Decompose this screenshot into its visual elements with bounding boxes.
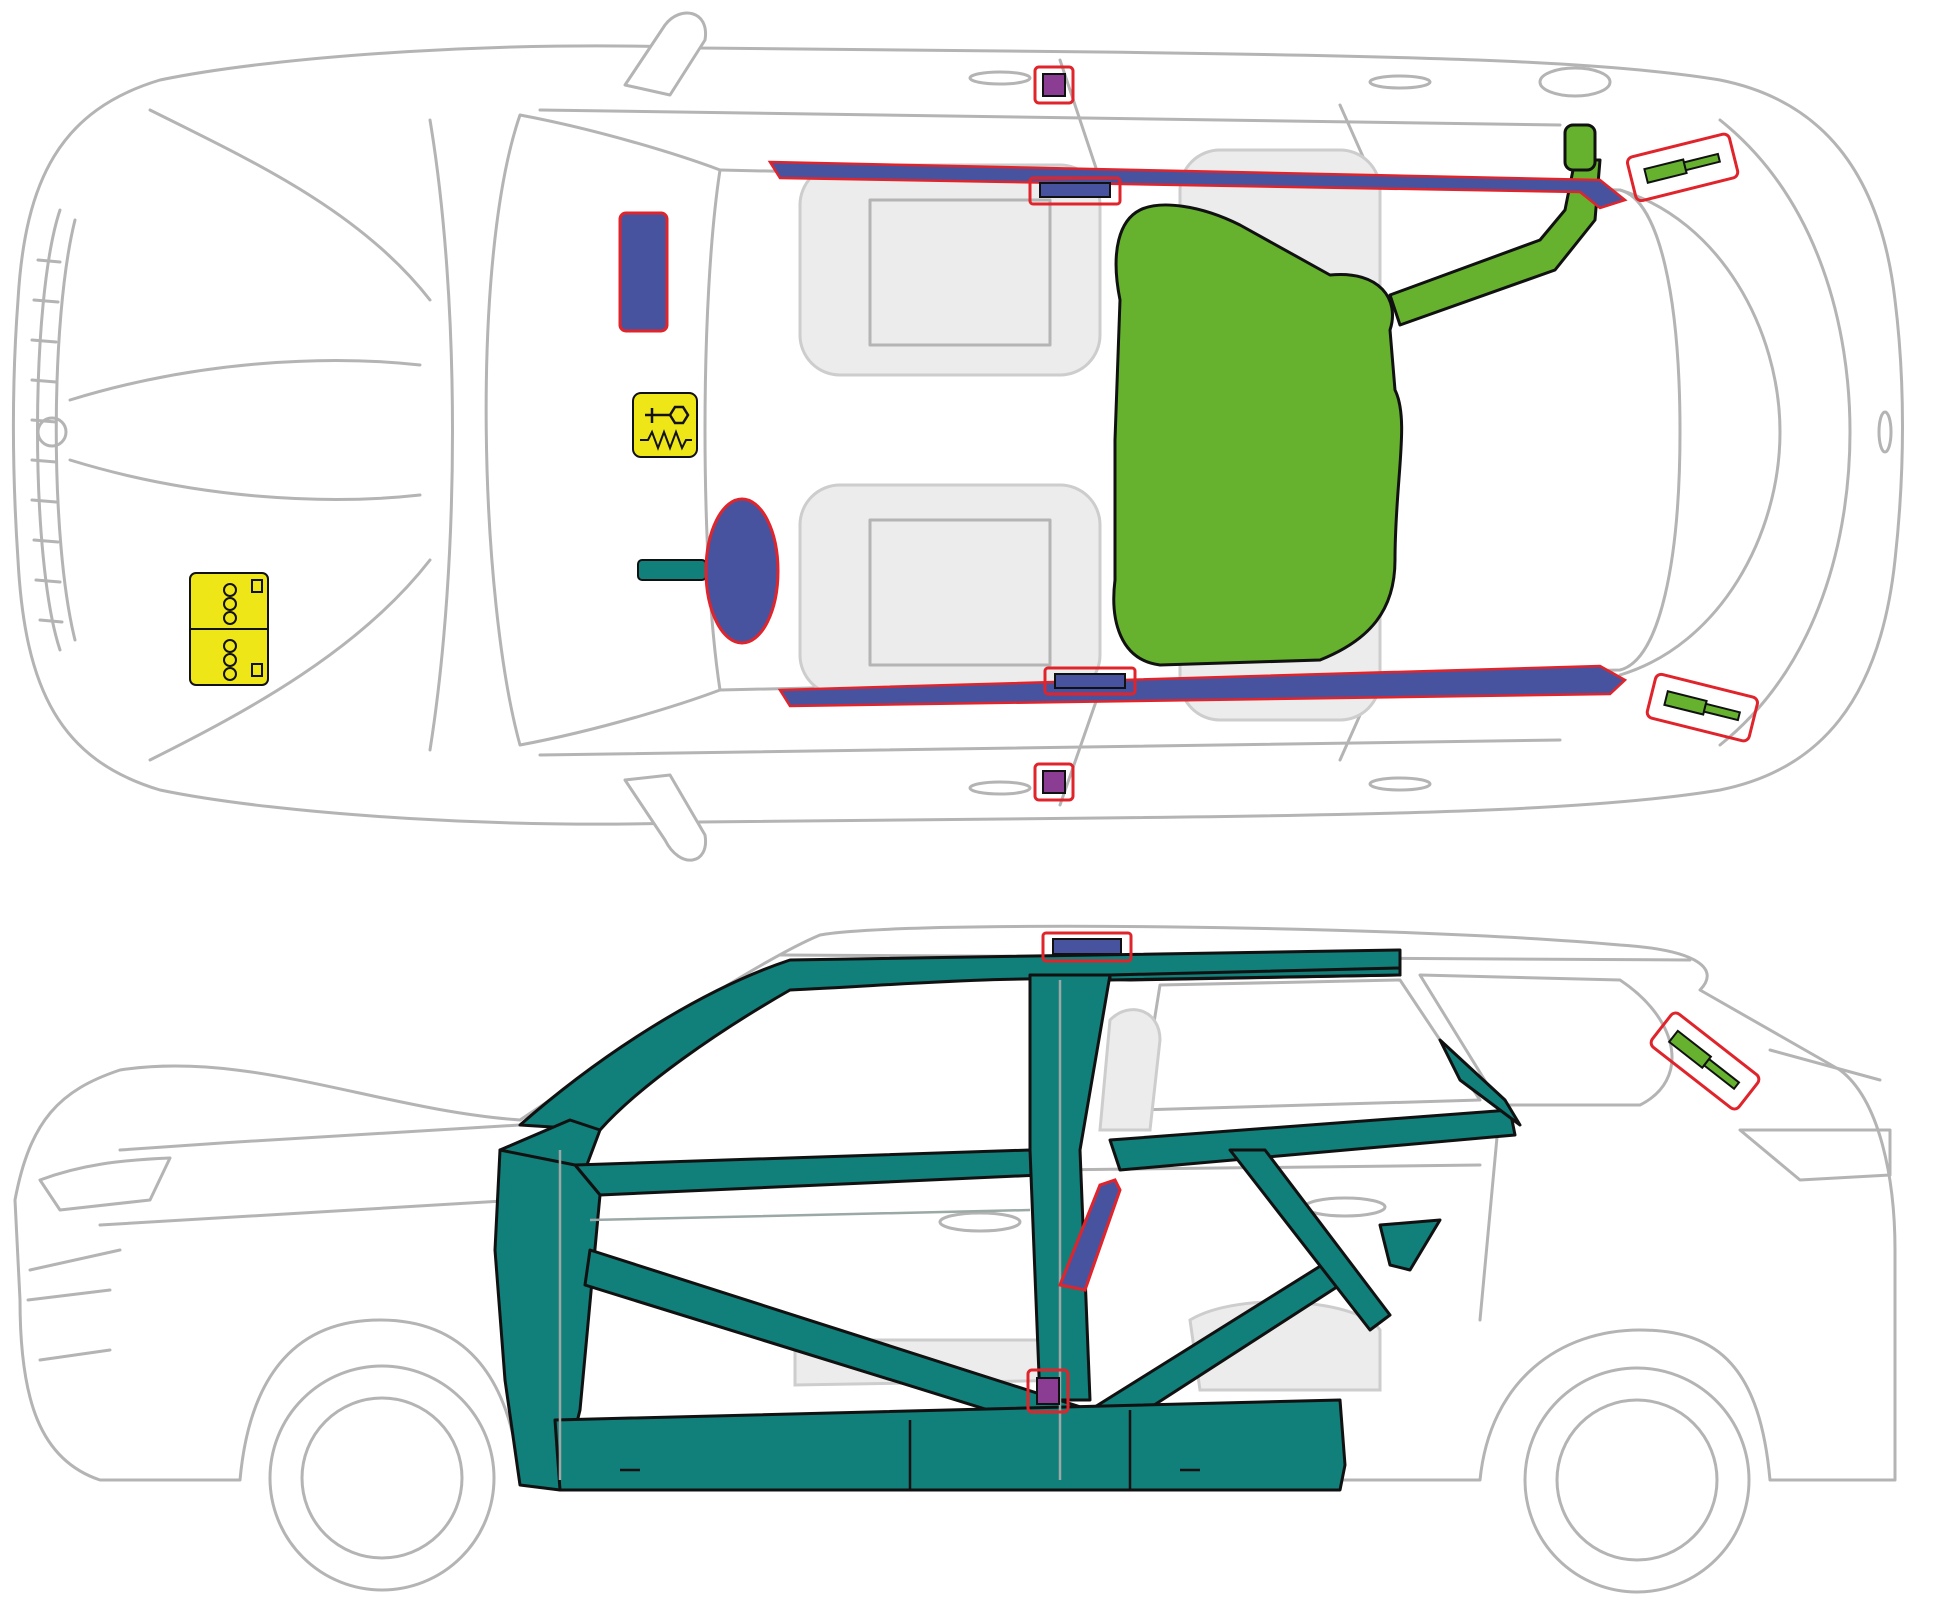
top-view-tailgate (1718, 118, 1852, 747)
door-handle-icon (938, 1211, 1022, 1233)
reinforced-body-structure (493, 948, 1522, 1492)
belt-pretensioner (1026, 1368, 1070, 1414)
side-view-seat-front (1098, 1008, 1162, 1132)
side-view-tail-light (1738, 1048, 1892, 1182)
top-view (12, 11, 1904, 862)
passenger-airbag (618, 211, 669, 333)
battery-icon (189, 572, 269, 686)
roof-curtain-inflator (1041, 931, 1133, 963)
top-view-body-outline (12, 44, 1904, 826)
side-view (13, 924, 1897, 1594)
tailgate-strut-right (1625, 132, 1740, 203)
side-view-rear-quarter-window (1418, 973, 1674, 1107)
top-view-windshield-base (428, 118, 454, 752)
door-handle-icon (1368, 74, 1432, 90)
belt-pretensioner-right (1033, 65, 1075, 105)
top-view-mirror-right (623, 11, 707, 97)
side-view-headlight (26, 1156, 172, 1362)
door-handle-icon (968, 70, 1032, 86)
tailgate-strut (1649, 1011, 1761, 1111)
top-view-roof-edges (538, 108, 1682, 757)
tailgate-strut-left (1645, 672, 1759, 743)
driver-airbag (704, 497, 780, 645)
door-handle-icon (1368, 776, 1432, 792)
fuel-door-icon (1538, 66, 1612, 98)
belt-pretensioner-left (1033, 762, 1075, 802)
top-view-pillars (1058, 58, 1382, 807)
seat-cushions (868, 198, 1052, 667)
side-view-body-outline (13, 924, 1897, 1482)
top-view-rear-window (1618, 188, 1782, 677)
side-view-hood-line (98, 1123, 522, 1227)
fuel-filler-cap (1563, 123, 1597, 172)
steering-column (637, 559, 707, 581)
curtain-airbag-left (777, 664, 1628, 708)
roof-curtain-inflator-right (1028, 176, 1122, 206)
curtain-airbag-right (767, 160, 1628, 210)
roof-curtain-inflator-left (1043, 666, 1137, 696)
top-view-hood (68, 108, 432, 762)
rear-wiper-icon (1877, 410, 1893, 454)
door-handle-icon (968, 780, 1032, 796)
front-wheel-rim-icon (300, 1396, 464, 1560)
fuel-tank (1112, 203, 1404, 667)
top-view-mirror-left (623, 773, 707, 862)
emblem-icon (36, 416, 68, 448)
side-airbag (1057, 1178, 1122, 1292)
airbag-control-unit-icon (632, 392, 698, 458)
rear-wheel-rim-icon (1555, 1398, 1719, 1562)
rear-wheel-icon (1523, 1366, 1751, 1594)
front-wheel-icon (268, 1364, 496, 1592)
fuel-filler-neck (1388, 158, 1602, 327)
